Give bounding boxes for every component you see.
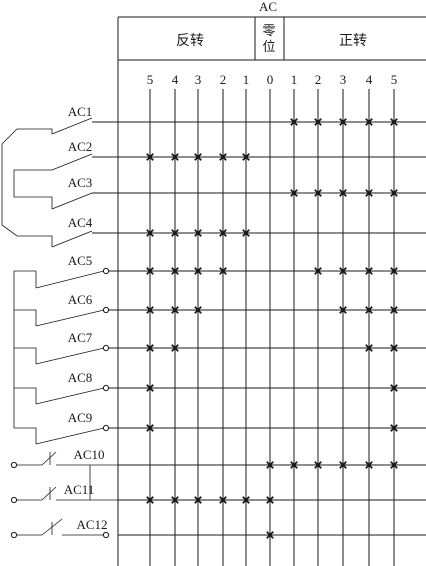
wiring-ac10-ac12 [10, 451, 118, 539]
zero-label-top: 零 [262, 23, 275, 38]
closed-mark [390, 118, 398, 126]
closed-mark [390, 384, 398, 392]
closed-mark [194, 496, 202, 504]
header-frame [117, 16, 426, 566]
closed-mark [365, 344, 373, 352]
closed-mark [390, 344, 398, 352]
contact-label: AC12 [76, 517, 107, 532]
closed-mark [314, 461, 322, 469]
contact-blades-ac5-ac9 [35, 270, 105, 445]
contact-label: AC5 [68, 253, 93, 268]
terminals-ac5-ac9 [102, 267, 110, 432]
closed-mark [339, 267, 347, 275]
closed-mark [171, 496, 179, 504]
closed-mark [171, 267, 179, 275]
position-label: 4 [172, 72, 179, 87]
contact-rows [92, 121, 426, 536]
closed-mark [290, 461, 298, 469]
closed-mark [390, 306, 398, 314]
closed-mark [365, 306, 373, 314]
closed-mark [194, 306, 202, 314]
switch-title: AC [259, 0, 277, 14]
closed-mark [339, 118, 347, 126]
contact-blades-ac1-ac4 [51, 117, 93, 248]
contact-label: AC4 [68, 215, 93, 230]
closed-mark [146, 306, 154, 314]
contact-label: AC8 [68, 370, 93, 385]
closed-mark [290, 189, 298, 197]
closed-mark [365, 189, 373, 197]
position-label: 5 [391, 72, 398, 87]
contact-label: AC9 [68, 410, 93, 425]
position-label: 2 [315, 72, 322, 87]
closed-mark [365, 118, 373, 126]
closed-marks [146, 118, 398, 539]
closed-mark [390, 461, 398, 469]
zero-label-bottom: 位 [262, 39, 275, 54]
closed-mark [314, 118, 322, 126]
closed-mark [146, 153, 154, 161]
closed-mark [194, 267, 202, 275]
position-columns [149, 89, 395, 566]
position-label: 5 [147, 72, 154, 87]
closed-mark [146, 496, 154, 504]
position-label: 3 [340, 72, 347, 87]
closed-mark [242, 496, 250, 504]
closed-mark [219, 153, 227, 161]
contact-label: AC2 [68, 139, 93, 154]
closed-mark [171, 306, 179, 314]
contact-label: AC6 [68, 292, 93, 307]
closed-mark [219, 496, 227, 504]
wiring-ac5-ac9 [13, 270, 37, 444]
position-label: 4 [366, 72, 373, 87]
closed-mark [242, 153, 250, 161]
position-label: 0 [267, 72, 274, 87]
closed-mark [171, 229, 179, 237]
closed-mark [339, 189, 347, 197]
closed-mark [171, 344, 179, 352]
closed-mark [146, 424, 154, 432]
contact-label: AC3 [68, 175, 93, 190]
contact-label: AC11 [64, 482, 95, 497]
contact-label: AC1 [68, 104, 93, 119]
closed-mark [390, 189, 398, 197]
closed-mark [365, 461, 373, 469]
closed-mark [146, 384, 154, 392]
closed-mark [390, 267, 398, 275]
closed-mark [146, 229, 154, 237]
closed-mark [242, 229, 250, 237]
closed-mark [194, 153, 202, 161]
closed-mark [290, 118, 298, 126]
wiring-ac1-ac4 [1, 128, 53, 247]
closed-mark [219, 229, 227, 237]
closed-mark [266, 496, 274, 504]
closed-mark [194, 229, 202, 237]
closed-mark [339, 461, 347, 469]
position-label: 3 [195, 72, 202, 87]
reverse-label: 反转 [176, 33, 204, 49]
closed-mark [314, 267, 322, 275]
closed-mark [339, 306, 347, 314]
closed-mark [146, 344, 154, 352]
closed-mark [171, 153, 179, 161]
position-label: 1 [291, 72, 298, 87]
forward-label: 正转 [339, 33, 367, 49]
closed-mark [314, 189, 322, 197]
closed-mark [365, 267, 373, 275]
position-label: 1 [243, 72, 250, 87]
closed-mark [390, 424, 398, 432]
position-labels: 5 4 3 2 1 0 1 2 3 4 5 [147, 72, 398, 87]
contact-label: AC7 [68, 330, 93, 345]
closed-mark [266, 531, 274, 539]
position-label: 2 [220, 72, 227, 87]
contact-label: AC10 [73, 447, 104, 462]
closed-mark [146, 267, 154, 275]
closed-mark [219, 267, 227, 275]
closed-mark [266, 461, 274, 469]
